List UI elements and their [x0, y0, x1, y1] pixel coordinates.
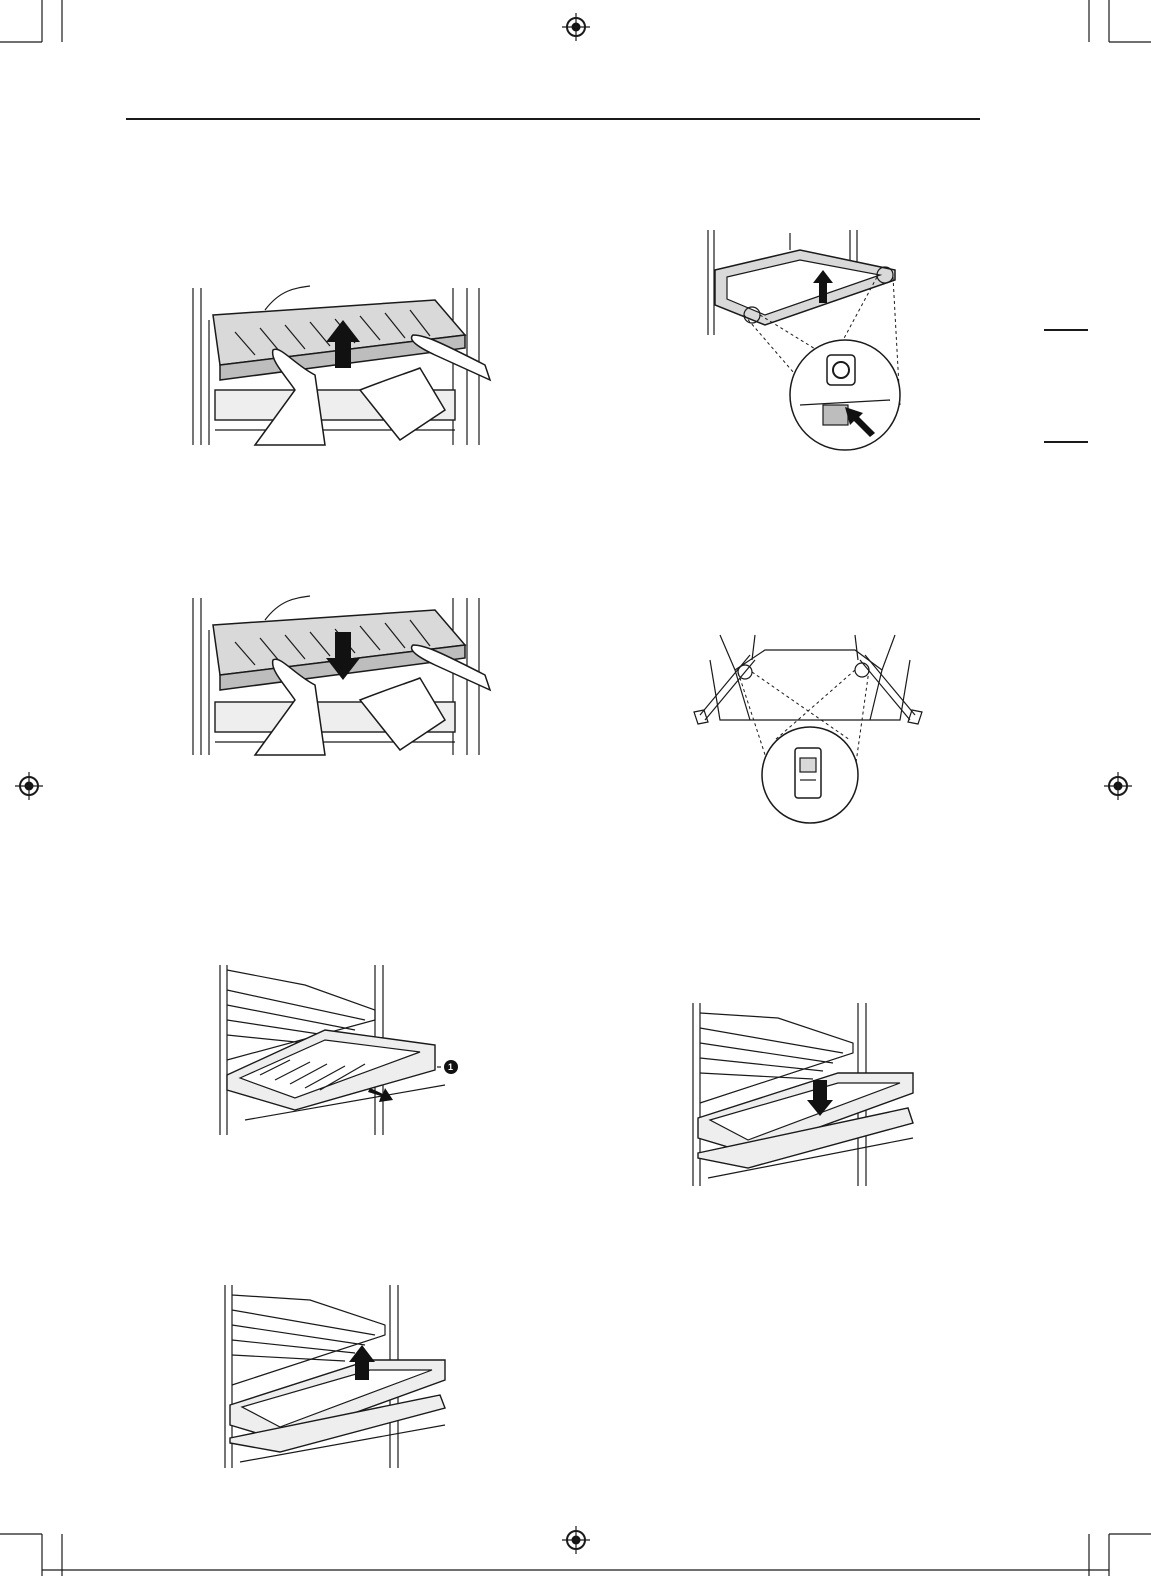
registration-mark-icon — [1103, 771, 1133, 801]
registration-mark-icon — [561, 12, 591, 42]
figure-frame-lift-detail — [705, 225, 925, 455]
figure-bin-rails-detail — [690, 630, 930, 830]
callout-number: 1 — [448, 1062, 453, 1072]
figure-insert-tray — [688, 998, 928, 1188]
figure-lower-shelf — [185, 590, 495, 760]
registration-mark-icon — [561, 1525, 591, 1555]
figure-pull-out-tray: 1 — [215, 960, 485, 1140]
figure-lift-shelf — [185, 280, 495, 450]
figure-lift-tray — [220, 1280, 460, 1470]
registration-mark-icon — [14, 771, 44, 801]
